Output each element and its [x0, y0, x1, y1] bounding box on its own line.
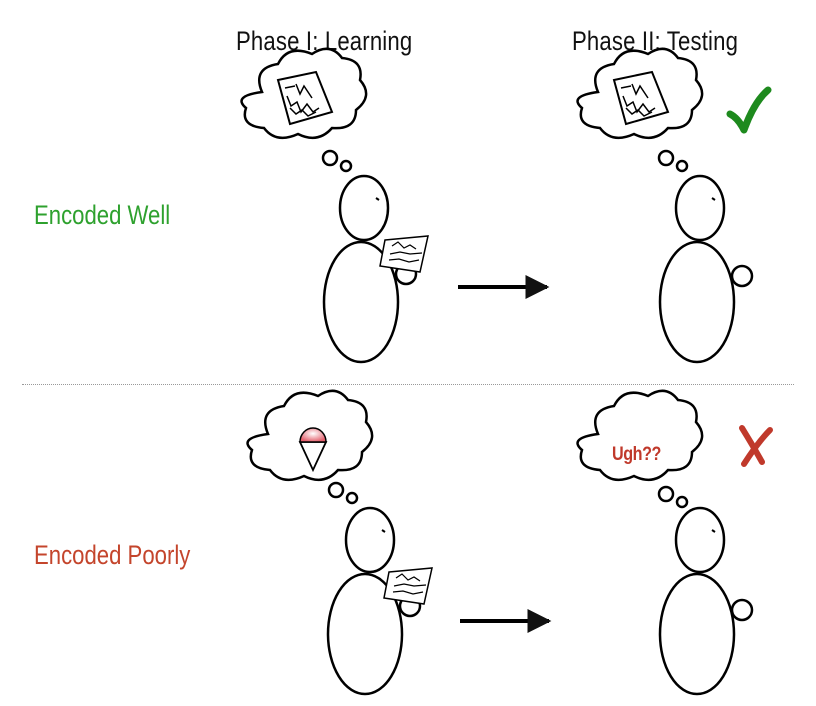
- row-label-encoded-poorly: Encoded Poorly: [34, 540, 191, 570]
- head: [344, 506, 396, 574]
- thought-bubble-tiny: [675, 159, 689, 173]
- held-document-icon: [379, 235, 429, 273]
- thought-bubble-small: [657, 149, 675, 167]
- learning-person-well: [240, 47, 418, 364]
- thought-cloud: [576, 389, 704, 482]
- body: [658, 240, 736, 364]
- row-divider: [22, 384, 794, 385]
- thought-bubble-small: [327, 481, 345, 499]
- held-document-icon: [383, 567, 433, 605]
- testing-person-poorly: [576, 389, 754, 696]
- thought-bubble-small: [321, 149, 339, 167]
- body: [322, 240, 400, 364]
- hand: [730, 264, 754, 288]
- thought-bubble-tiny: [339, 159, 353, 173]
- thought-bubble-tiny: [675, 495, 689, 509]
- x-mark-icon: [739, 425, 773, 467]
- thought-bubble-small: [657, 485, 675, 503]
- document-icon: [612, 70, 670, 126]
- thought-bubble-tiny: [345, 491, 359, 505]
- testing-person-well: [576, 47, 754, 364]
- head: [674, 174, 726, 242]
- head: [338, 174, 390, 242]
- head: [674, 506, 726, 574]
- row-label-encoded-well: Encoded Well: [34, 200, 171, 230]
- body: [326, 572, 404, 696]
- body: [658, 572, 736, 696]
- hand: [730, 598, 754, 622]
- learning-person-poorly: [246, 389, 422, 696]
- document-icon: [276, 70, 334, 126]
- checkmark-icon: [726, 86, 772, 134]
- ice-cream-icon: [298, 427, 328, 473]
- ugh-thought-text: Ugh??: [612, 444, 662, 465]
